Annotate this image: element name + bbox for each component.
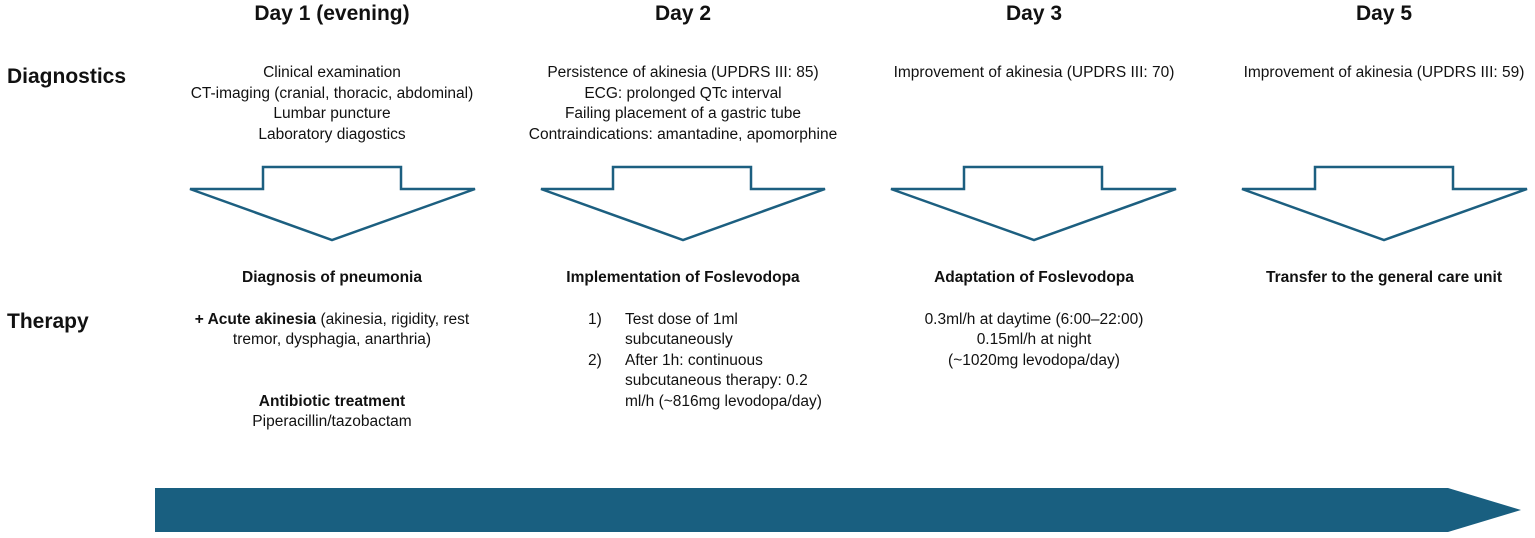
step-text: After 1h: continuous subcutaneous therap… xyxy=(625,351,822,410)
diagnostics-day2: Persistence of akinesia (UPDRS III: 85) … xyxy=(513,63,853,145)
therapy-step: 1) Test dose of 1ml subcutaneously xyxy=(583,310,833,351)
diagnostics-item: Contraindications: amantadine, apomorphi… xyxy=(528,125,838,143)
day-title-2: Day 2 xyxy=(654,2,712,25)
therapy-day3: Adaptation of Foslevodopa 0.3ml/h at day… xyxy=(864,268,1204,371)
day-title-5: Day 5 xyxy=(1355,2,1413,25)
therapy-day5: Transfer to the general care unit xyxy=(1214,268,1535,289)
therapy-heading: Implementation of Foslevodopa xyxy=(566,269,800,286)
down-arrow-day2-icon xyxy=(540,165,826,242)
diagnostics-item: Improvement of akinesia (UPDRS III: 59) xyxy=(1243,64,1525,81)
diagnostics-item: ECG: prolonged QTc interval xyxy=(584,84,782,102)
akinesia-symptoms-1: (akinesia, rigidity, rest xyxy=(316,310,470,328)
down-arrow-day1-icon xyxy=(189,165,476,242)
step-text: Test dose of 1ml subcutaneously xyxy=(625,310,738,349)
diagnostics-item: Persistence of akinesia (UPDRS III: 85) xyxy=(547,64,819,81)
dose-line: 0.3ml/h at daytime (6:00–22:00) xyxy=(924,310,1144,328)
dose-line: (~1020mg levodopa/day) xyxy=(948,351,1120,369)
therapy-heading: Transfer to the general care unit xyxy=(1265,269,1502,286)
diagnostics-item: Laboratory diagostics xyxy=(258,125,406,143)
diagnostics-day1: Clinical examination CT-imaging (cranial… xyxy=(172,63,492,145)
akinesia-label: + Acute akinesia xyxy=(194,310,317,328)
treatment-drug: Piperacillin/tazobactam xyxy=(252,413,412,430)
diagnostics-item: CT-imaging (cranial, thoracic, abdominal… xyxy=(190,84,474,102)
timeline-arrow-icon xyxy=(155,488,1521,532)
therapy-step: 2) After 1h: continuous subcutaneous the… xyxy=(583,351,833,413)
row-label-diagnostics: Diagnostics xyxy=(7,65,127,88)
diagnostics-day3: Improvement of akinesia (UPDRS III: 70) xyxy=(864,63,1204,84)
akinesia-symptoms-2: tremor, dysphagia, anarthria) xyxy=(232,331,432,348)
treatment-heading: Antibiotic treatment xyxy=(258,392,406,410)
therapy-day1: Diagnosis of pneumonia + Acute akinesia … xyxy=(172,268,492,433)
down-arrow-day3-icon xyxy=(890,165,1177,242)
diagnostics-item: Improvement of akinesia (UPDRS III: 70) xyxy=(893,64,1175,81)
down-arrow-day5-icon xyxy=(1241,165,1528,242)
therapy-day2: Implementation of Foslevodopa 1) Test do… xyxy=(513,268,853,412)
step-number: 2) xyxy=(588,351,602,369)
diagnostics-item: Failing placement of a gastric tube xyxy=(564,105,802,122)
diagnostics-item: Clinical examination xyxy=(263,64,401,81)
day-title-1: Day 1 (evening) xyxy=(254,2,410,25)
diagnostics-day5: Improvement of akinesia (UPDRS III: 59) xyxy=(1214,63,1535,84)
therapy-heading: Adaptation of Foslevodopa xyxy=(934,269,1134,286)
dose-line: 0.15ml/h at night xyxy=(976,331,1092,348)
day-title-3: Day 3 xyxy=(1005,2,1063,25)
row-label-therapy: Therapy xyxy=(7,310,89,333)
therapy-steps: 1) Test dose of 1ml subcutaneously 2) Af… xyxy=(583,310,833,413)
diagnostics-item: Lumbar puncture xyxy=(273,105,391,122)
step-number: 1) xyxy=(588,310,602,328)
therapy-heading: Diagnosis of pneumonia xyxy=(242,269,422,286)
